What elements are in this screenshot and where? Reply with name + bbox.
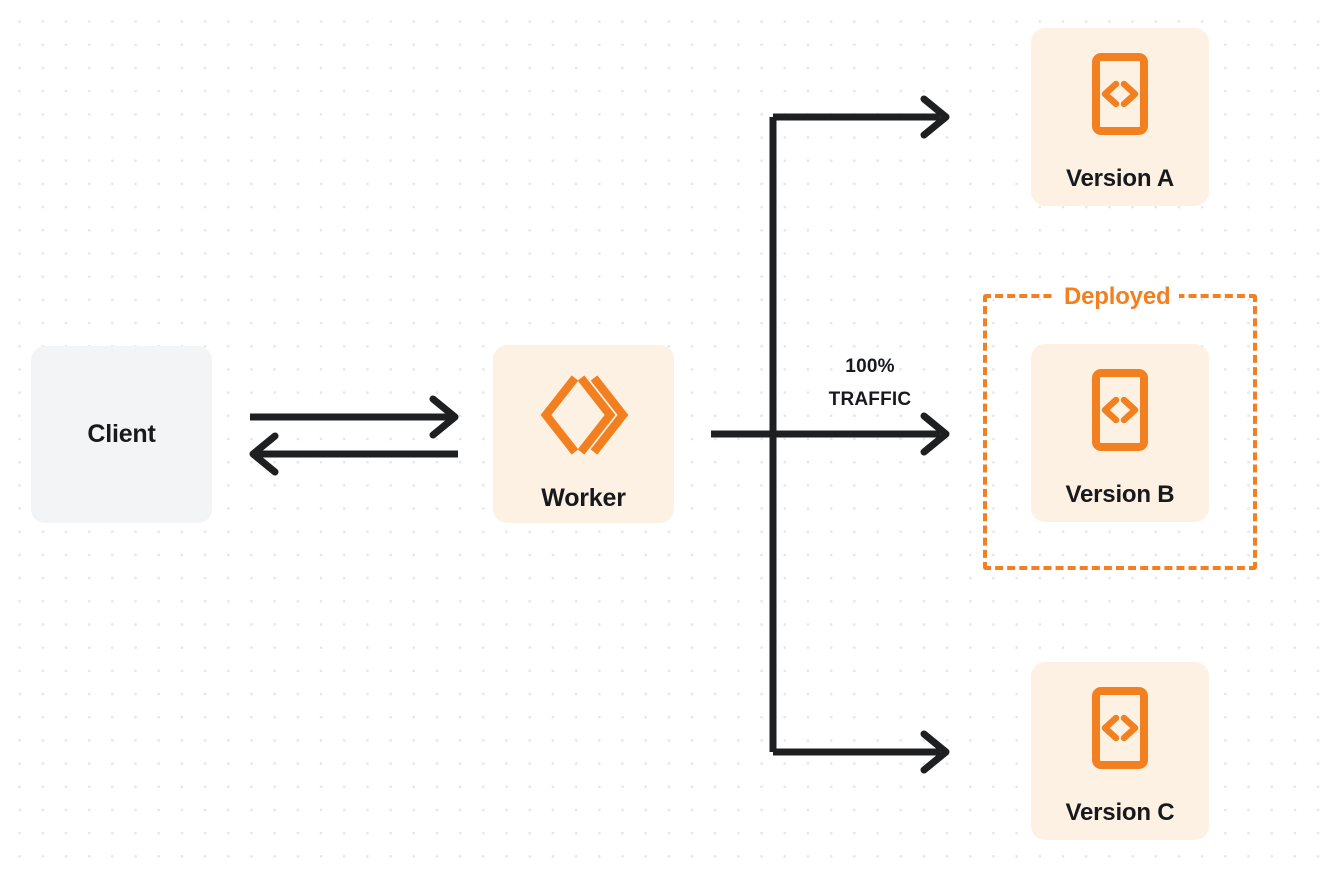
node-version-c[interactable]: Version C [1031,662,1209,840]
arrowhead-version-a [920,95,950,139]
code-document-icon [1091,52,1149,141]
node-version-b-label: Version B [1065,481,1175,508]
node-worker-label: Worker [541,484,626,512]
node-version-a-label: Version A [1065,165,1175,192]
node-client-label: Client [87,420,156,448]
node-version-c-label: Version C [1065,799,1175,826]
edge-worker-trunk [711,113,940,756]
node-version-b[interactable]: Version B [1031,344,1209,522]
code-document-icon [1091,686,1149,775]
group-deployed-label: Deployed [1055,284,1180,310]
node-version-a[interactable]: Version A [1031,28,1209,206]
traffic-label: 100% TRAFFIC [790,350,950,416]
edge-worker-to-client [249,432,458,476]
edge-client-to-worker [250,395,459,439]
arrowhead-version-c [920,730,950,774]
traffic-percent: 100% [845,356,895,377]
arrowhead-version-b [920,412,950,456]
node-worker[interactable]: Worker [493,345,674,523]
workers-logo-icon [538,371,630,464]
traffic-caption: TRAFFIC [828,389,912,410]
node-client[interactable]: Client [31,346,212,523]
code-document-icon [1091,368,1149,457]
